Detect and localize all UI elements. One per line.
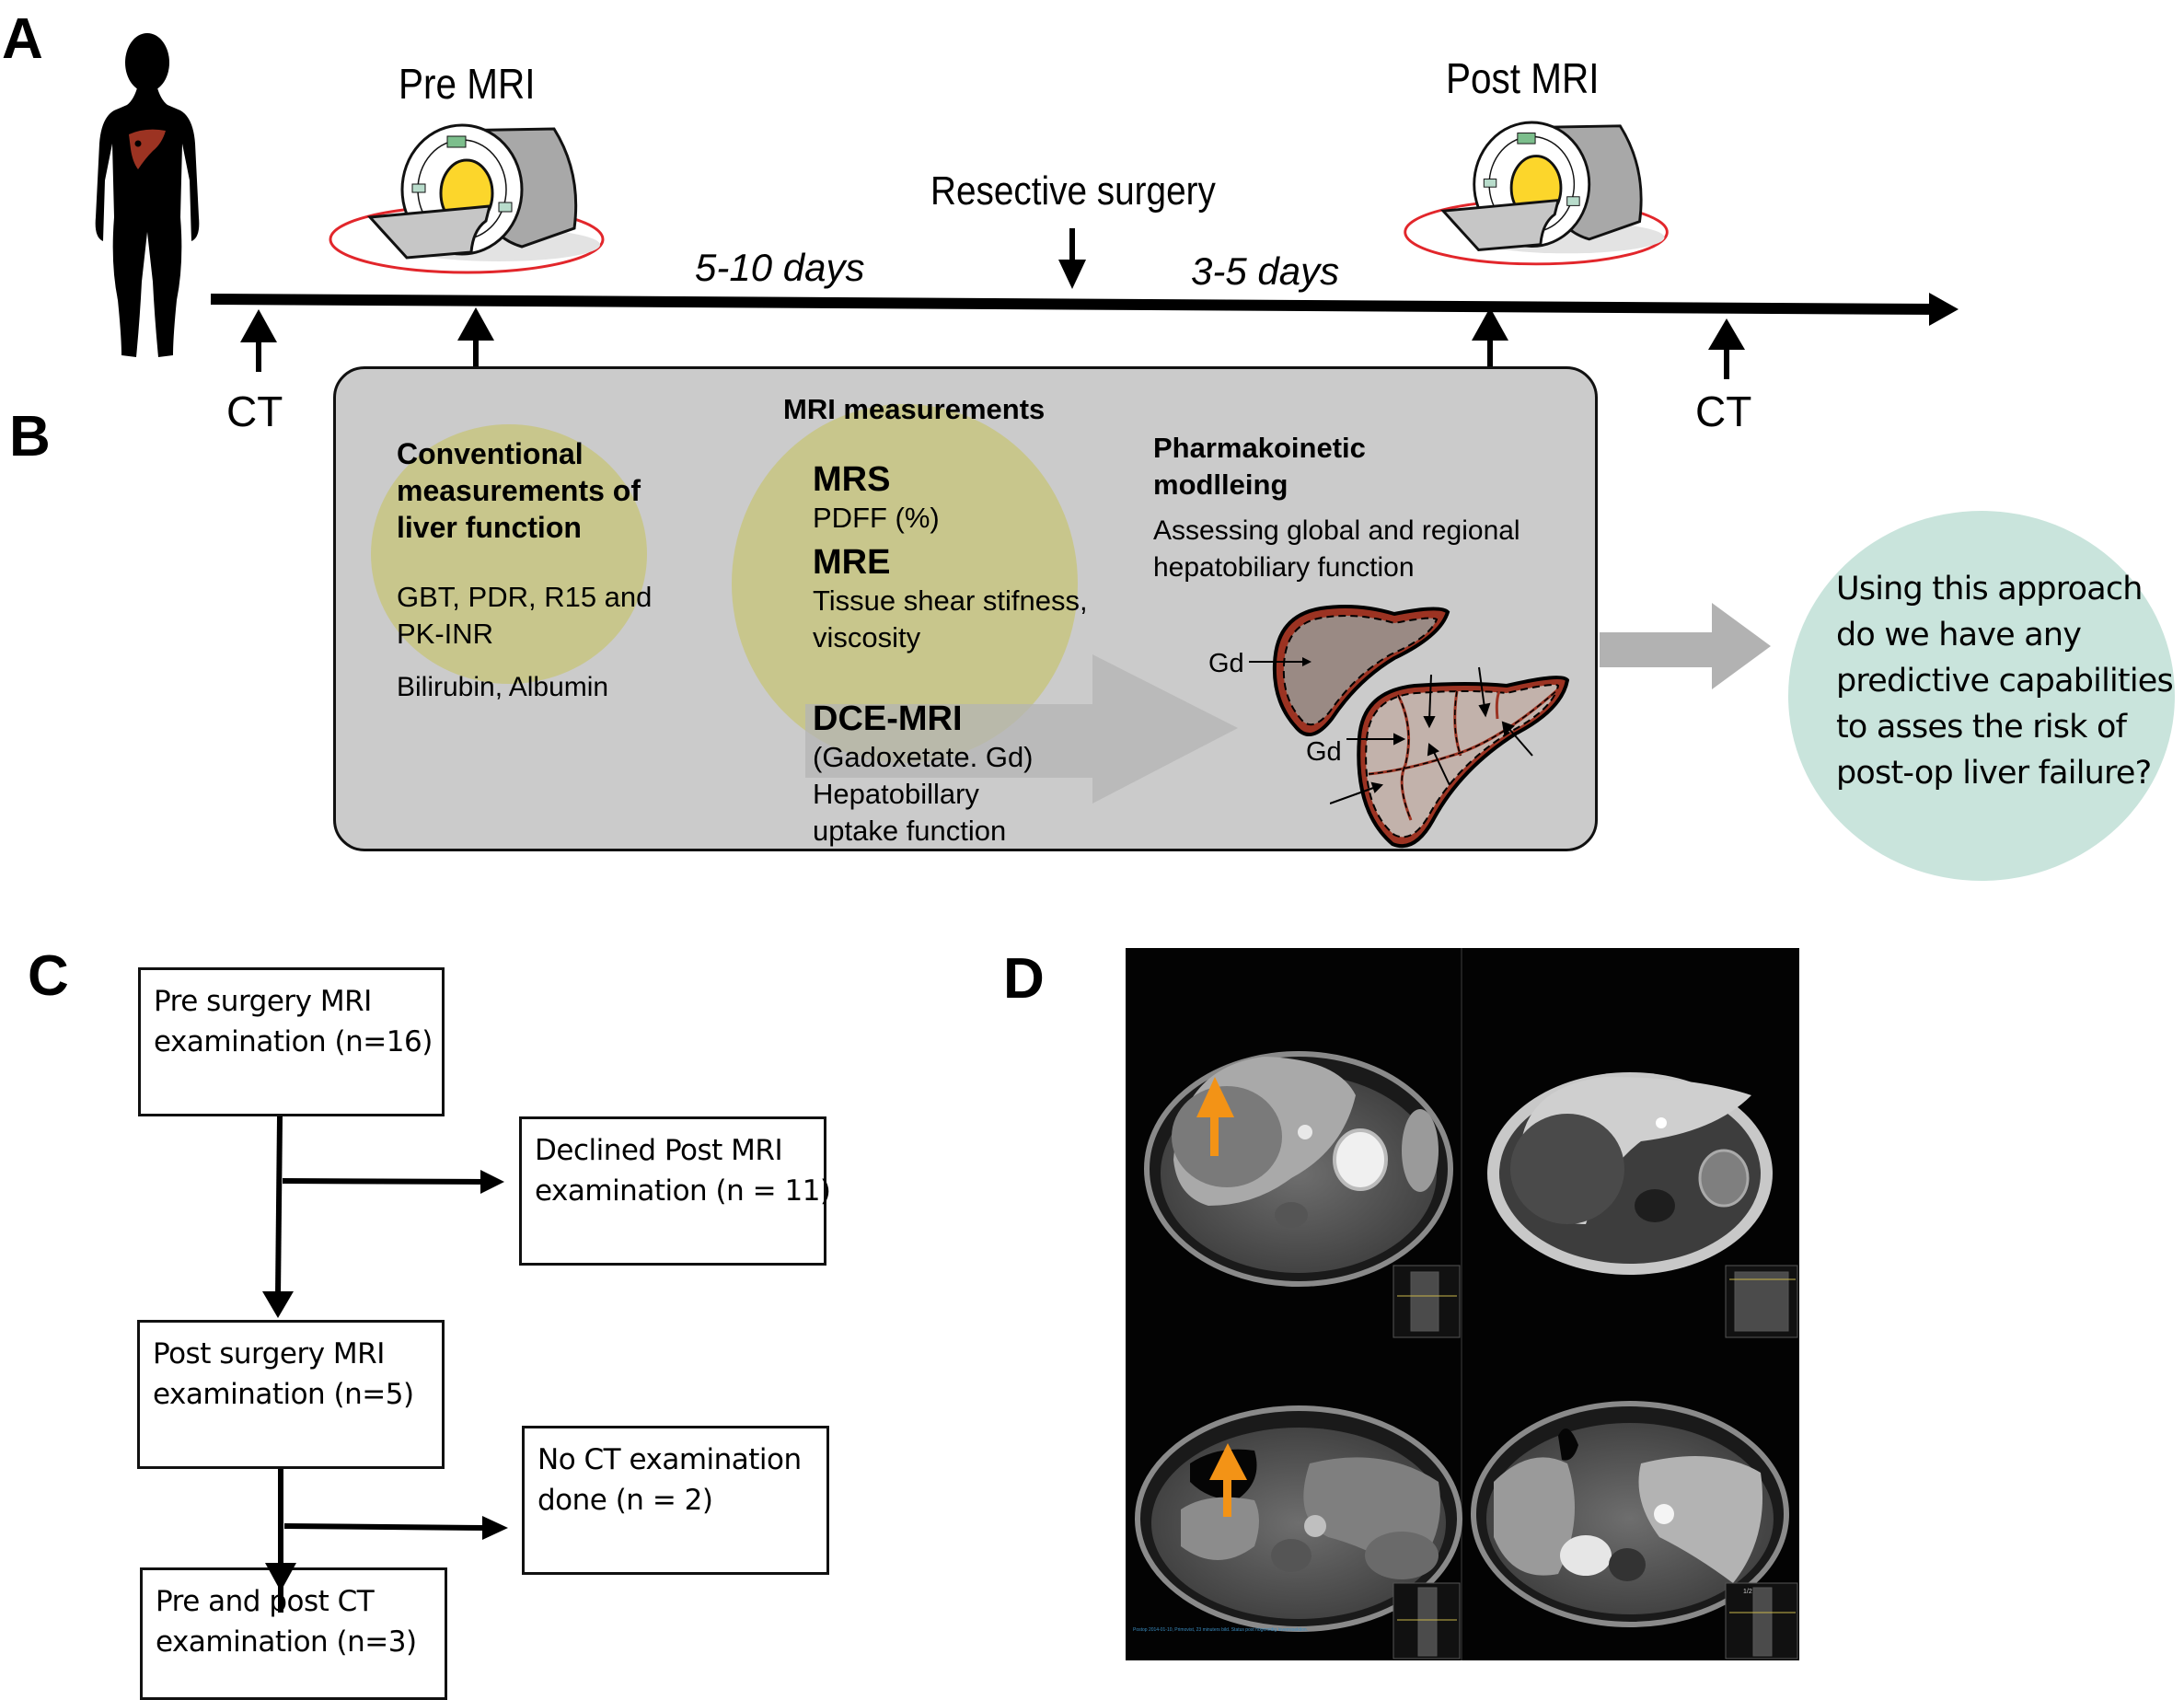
flow-pre-post-ct-line-2: examination (n=3)	[156, 1625, 417, 1659]
conventional-heading-3: liver function	[397, 511, 582, 544]
mri-inset-bottom-left	[1392, 1582, 1461, 1660]
person-silhouette-icon	[95, 33, 200, 357]
orange-arrow-top-icon	[1196, 1077, 1234, 1156]
mri-scans-illustration	[1135, 948, 1798, 1660]
flow-post-surgery-line-2: examination (n=5)	[153, 1378, 414, 1411]
question-bubble: Using this approach do we have any predi…	[1788, 511, 2175, 881]
question-line-5: post-op liver failure?	[1836, 755, 2152, 792]
dce-detail-3: uptake function	[813, 815, 1007, 847]
mri-scan-top-left	[1144, 1051, 1453, 1287]
mri-measurements-title: MRI measurements	[783, 393, 1046, 425]
post-mri-label: Post MRI	[1446, 54, 1600, 102]
liver-icon	[129, 129, 166, 169]
mri-image-grid: Postop 2014-01-10, Primovist, 23 minuter…	[1126, 948, 1799, 1660]
flow-box-no-ct: No CT examination done (n = 2)	[522, 1426, 829, 1575]
timeline-arrow	[210, 293, 1959, 326]
mri-measurements-box: MRI measurements Conventional measuremen…	[333, 366, 1598, 851]
mri-scan-bottom-right	[1471, 1401, 1789, 1627]
mre-detail-1: Tissue shear stifness,	[813, 584, 1088, 617]
post-mri-up-arrow-icon	[1472, 307, 1508, 368]
surgery-down-arrow-icon	[1058, 228, 1086, 289]
ct-pre-up-arrow-icon	[240, 309, 277, 372]
conventional-extra: Bilirubin, Albumin	[397, 672, 609, 702]
mrs-detail: PDFF (%)	[813, 502, 940, 534]
pk-section: Pharmakoinetic modlleing Assessing globa…	[1153, 430, 1520, 586]
pk-heading-1: Pharmakoinetic	[1153, 432, 1366, 464]
mre-heading: MRE	[813, 543, 891, 582]
flow-box-pre-post-ct: Pre and post CT examination (n=3)	[140, 1567, 447, 1700]
pk-detail-1: Assessing global and regional	[1153, 515, 1520, 546]
flow-box-declined: Declined Post MRI examination (n = 11)	[519, 1116, 831, 1266]
panel-label-a: A	[2, 7, 43, 71]
conventional-section: Conventional measurements of liver funct…	[397, 435, 652, 706]
flow-pre-post-ct-line-1: Pre and post CT	[156, 1585, 375, 1618]
flowchart-connectors	[262, 1116, 508, 1613]
flow-no-ct-line-1: No CT examination	[537, 1443, 802, 1476]
question-line-4: to asses the risk of	[1836, 709, 2127, 746]
flow-no-ct-line-2: done (n = 2)	[537, 1484, 713, 1517]
ct-post-label: CT	[1695, 387, 1752, 435]
regional-arrows-icon	[1330, 666, 1533, 804]
dce-section: DCE-MRI (Gadoxetate. Gd) Hepatobillary u…	[813, 699, 1034, 849]
mrs-heading: MRS	[813, 460, 891, 499]
flow-pre-surgery-line-2: examination (n=16)	[154, 1025, 433, 1058]
panel-label-d: D	[1003, 947, 1045, 1011]
conventional-heading-1: Conventional	[397, 437, 584, 470]
mri-caption: Postop 2014-01-10, Primovist, 23 minuter…	[1133, 1627, 1309, 1633]
gd-label-global: Gd	[1208, 649, 1244, 678]
interval-pre-label: 5-10 days	[695, 246, 865, 289]
panel-label-c: C	[28, 944, 69, 1008]
ct-pre-label: CT	[226, 387, 283, 435]
gd-arrow-global-icon	[1249, 657, 1312, 666]
mri-scan-top-right	[1487, 1072, 1773, 1275]
panel-label-b: B	[9, 405, 51, 468]
flow-pre-surgery-line-1: Pre surgery MRI	[154, 985, 372, 1018]
pre-mri-label: Pre MRI	[399, 60, 536, 108]
interval-post-label: 3-5 days	[1191, 249, 1340, 293]
dce-heading: DCE-MRI	[813, 700, 963, 738]
mri-inset-top-right	[1725, 1265, 1798, 1338]
post-mri-scanner-icon	[1404, 121, 1669, 266]
mre-detail-2: viscosity	[813, 621, 921, 653]
gd-label-regional: Gd	[1306, 737, 1342, 767]
conventional-tests-2: PK-INR	[397, 618, 494, 650]
question-line-1: Using this approach	[1836, 571, 2143, 607]
flow-box-pre-surgery: Pre surgery MRI examination (n=16)	[138, 967, 445, 1116]
pk-detail-2: hepatobiliary function	[1153, 552, 1415, 583]
conventional-heading-2: measurements of	[397, 474, 641, 507]
resective-surgery-label: Resective surgery	[930, 168, 1216, 214]
dce-gray-arrow-icon	[805, 654, 1238, 804]
ct-post-up-arrow-icon	[1708, 318, 1745, 379]
question-line-2: do we have any	[1836, 617, 2082, 653]
pre-mri-scanner-icon	[329, 123, 605, 274]
mri-ellipse	[732, 404, 1078, 763]
liver-regional-icon	[1357, 676, 1570, 849]
mri-inset-top-left	[1392, 1265, 1461, 1338]
outcome-arrow-icon	[1600, 603, 1771, 689]
conventional-ellipse	[371, 424, 647, 684]
pre-mri-up-arrow-icon	[457, 307, 494, 368]
mri-inset-label: 1/2	[1743, 1589, 1752, 1595]
mre-section: MRE Tissue shear stifness, viscosity	[813, 542, 1088, 656]
dce-detail-1: (Gadoxetate. Gd)	[813, 741, 1034, 773]
orange-arrow-bottom-icon	[1209, 1443, 1247, 1517]
dce-detail-2: Hepatobillary	[813, 778, 979, 810]
flow-post-surgery-line-1: Post surgery MRI	[153, 1337, 385, 1370]
liver-global-icon	[1272, 605, 1450, 737]
flow-declined-line-2: examination (n = 11)	[535, 1174, 831, 1208]
conventional-tests-1: GBT, PDR, R15 and	[397, 581, 653, 613]
mri-inset-bottom-right	[1725, 1582, 1798, 1660]
mrs-section: MRS PDFF (%)	[813, 459, 940, 537]
flow-declined-line-1: Declined Post MRI	[535, 1134, 783, 1167]
question-line-3: predictive capabilities	[1836, 663, 2174, 700]
flow-box-post-surgery: Post surgery MRI examination (n=5)	[137, 1320, 445, 1469]
pk-heading-2: modlleing	[1153, 468, 1288, 501]
